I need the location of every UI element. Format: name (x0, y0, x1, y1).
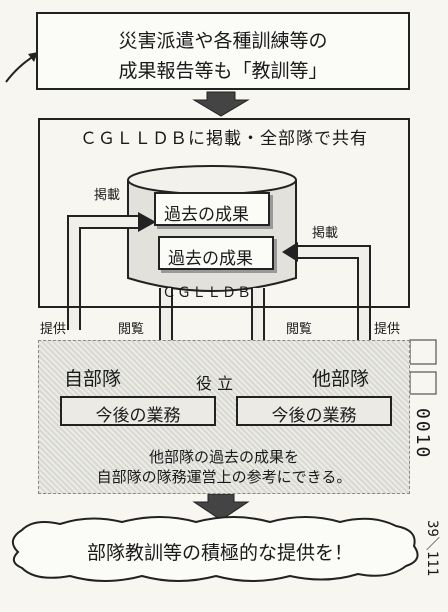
top-box-line2: 成果報告等も「教訓等」 (118, 60, 328, 82)
other-unit-label: 他部隊 (312, 368, 370, 390)
curved-arrowhead-icon (28, 52, 38, 62)
db-panel-title: ＣＧＬＬＤＢに掲載・全部隊で共有 (80, 129, 368, 149)
caption-line2: 自部隊の隊務運営上の参考にできる。 (96, 468, 352, 486)
db-panel (38, 118, 410, 308)
db-label: ＣＧＬＬＤＢ (162, 285, 252, 301)
bottom-cloud-banner-icon (11, 516, 419, 582)
browse-left-label: 閲覧 (118, 322, 145, 337)
task-right-box: 今後の業務 (236, 396, 392, 426)
curved-arrow-icon (5, 55, 35, 83)
past-result-card-2: 過去の成果 (158, 236, 274, 270)
browse-right-label: 閲覧 (286, 322, 313, 337)
card-1-label: 過去の成果 (164, 205, 249, 225)
own-unit-label: 自部隊 (64, 368, 122, 390)
post-left-label: 掲載 (94, 188, 121, 203)
post-right-arrow-icon (282, 242, 298, 262)
provide-right-label: 提供 (374, 322, 401, 337)
margin-stamp-mark-icon (409, 339, 437, 365)
past-result-card-1: 過去の成果 (154, 192, 270, 226)
task-left-label: 今後の業務 (95, 406, 181, 426)
top-box: 災害派遣や各種訓練等の 成果報告等も「教訓等」 (36, 12, 410, 90)
provide-left-label: 提供 (40, 322, 67, 337)
benefit-label: 役 立 (196, 374, 234, 393)
task-left-box: 今後の業務 (60, 396, 216, 426)
margin-stamp-number: 0010 (412, 408, 433, 460)
top-box-line1: 災害派遣や各種訓練等の (118, 30, 328, 52)
down-arrow-bottom-icon (192, 493, 250, 521)
margin-page-number: 39／111 (424, 520, 440, 577)
post-right-label: 掲載 (312, 226, 339, 241)
caption-line1: 他部隊の過去の成果を (148, 448, 299, 466)
margin-stamp-mark2-icon (409, 371, 437, 395)
task-right-label: 今後の業務 (271, 406, 357, 426)
down-arrow-top-icon (192, 91, 250, 117)
card-2-label: 過去の成果 (168, 249, 253, 269)
bottom-banner-text: 部隊教訓等の積極的な提供を！ (86, 542, 353, 564)
post-left-arrow-icon (138, 212, 156, 232)
